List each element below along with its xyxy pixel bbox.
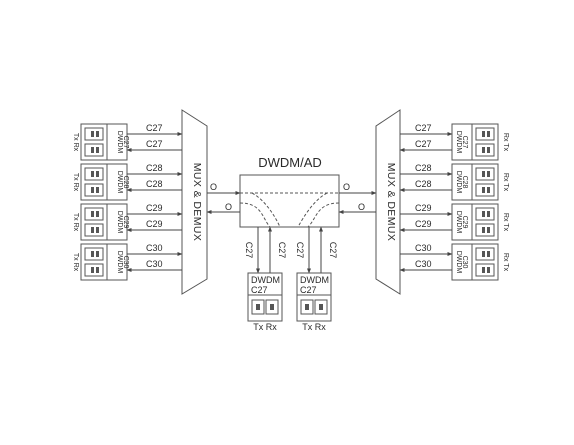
rxtx-label: Rx Tx [502,173,509,192]
fiber-mark-left-1: O [210,182,217,192]
fiber-mark-left-2: O [225,202,232,212]
rxtx-label: Rx Tx [502,213,509,232]
txrx-label: Tx Rx [302,322,326,332]
module-channel: C30 [122,256,129,269]
txrx-label: Tx Rx [72,253,79,272]
left-link-label: C29 [146,203,163,213]
txrx-label: Tx Rx [72,213,79,232]
right-link-label: C30 [415,259,432,269]
add-path-left [251,192,281,228]
drop-link-label: C27 [277,242,287,259]
module-channel: C30 [461,256,468,269]
drop-link-label: C27 [328,242,338,259]
left-link-label: C29 [146,219,163,229]
drop-module-2: DWDM C27 Tx Rx [296,272,332,332]
left-module-c28: DWDM C28 Tx Rx [72,163,129,201]
drop-module-1: DWDM C27 Tx Rx [247,272,283,332]
left-channel-links: C27 C27 C28 C28 C29 C29 C30 C30 [126,123,183,272]
right-module-c27: DWDM C27 Rx Tx [451,123,509,161]
drop-path-right [307,202,340,228]
txrx-label: Tx Rx [72,133,79,152]
module-type: DWDM [251,275,280,285]
module-channel: C28 [461,176,468,189]
drop-link-label: C27 [244,242,254,259]
right-module-c28: DWDM C28 Rx Tx [451,163,509,201]
module-type: DWDM [455,211,462,234]
left-link-label: C30 [146,243,163,253]
right-link-label: C27 [415,123,432,133]
fiber-mark-right-2: O [358,202,365,212]
txrx-label: Tx Rx [72,173,79,192]
right-channel-links: C27 C27 C28 C28 C29 C29 C30 C30 [399,123,453,272]
module-type: DWDM [116,131,123,154]
left-link-label: C27 [146,139,163,149]
module-type: DWDM [455,171,462,194]
module-channel: C29 [461,216,468,229]
module-type: DWDM [300,275,329,285]
right-mux-label: MUX & DEMUX [385,163,397,242]
right-link-label: C29 [415,203,432,213]
txrx-label: Tx Rx [253,322,277,332]
right-link-label: C28 [415,163,432,173]
module-channel: C28 [122,176,129,189]
right-link-label: C29 [415,219,432,229]
right-mux-demux: MUX & DEMUX [375,109,401,295]
module-type: DWDM [116,171,123,194]
left-module-c27: DWDM C27 Tx Rx [72,123,129,161]
module-type: DWDM [455,251,462,274]
dwdm-ad-box [239,174,340,228]
dwdm-ad-title: DWDM/AD [258,155,322,170]
right-module-c29: DWDM C29 Rx Tx [451,203,509,241]
left-link-label: C28 [146,179,163,189]
left-link-label: C30 [146,259,163,269]
module-type: DWDM [116,211,123,234]
module-channel: C27 [461,136,468,149]
module-channel: C29 [122,216,129,229]
drop-link-label: C27 [295,242,305,259]
left-link-label: C27 [146,123,163,133]
module-channel: C27 [122,136,129,149]
right-module-c30: DWDM C30 Rx Tx [451,243,509,281]
right-link-label: C30 [415,243,432,253]
rxtx-label: Rx Tx [502,253,509,272]
left-mux-label: MUX & DEMUX [191,163,203,242]
right-link-label: C27 [415,139,432,149]
drop-path-left [239,202,271,228]
left-module-c29: DWDM C29 Tx Rx [72,203,129,241]
fiber-mark-right-1: O [343,182,350,192]
right-link-label: C28 [415,179,432,189]
left-module-c30: DWDM C30 Tx Rx [72,243,129,281]
rxtx-label: Rx Tx [502,133,509,152]
module-type: DWDM [116,251,123,274]
module-channel: C27 [251,285,268,295]
left-link-label: C28 [146,163,163,173]
module-type: DWDM [455,131,462,154]
dwdm-ad-block: DWDM/AD O O O O [206,155,377,228]
drop-add-links: C27 C27 C27 C27 [244,226,338,274]
left-mux-demux: MUX & DEMUX [181,109,208,295]
add-path-right [297,192,328,228]
module-channel: C27 [300,285,317,295]
